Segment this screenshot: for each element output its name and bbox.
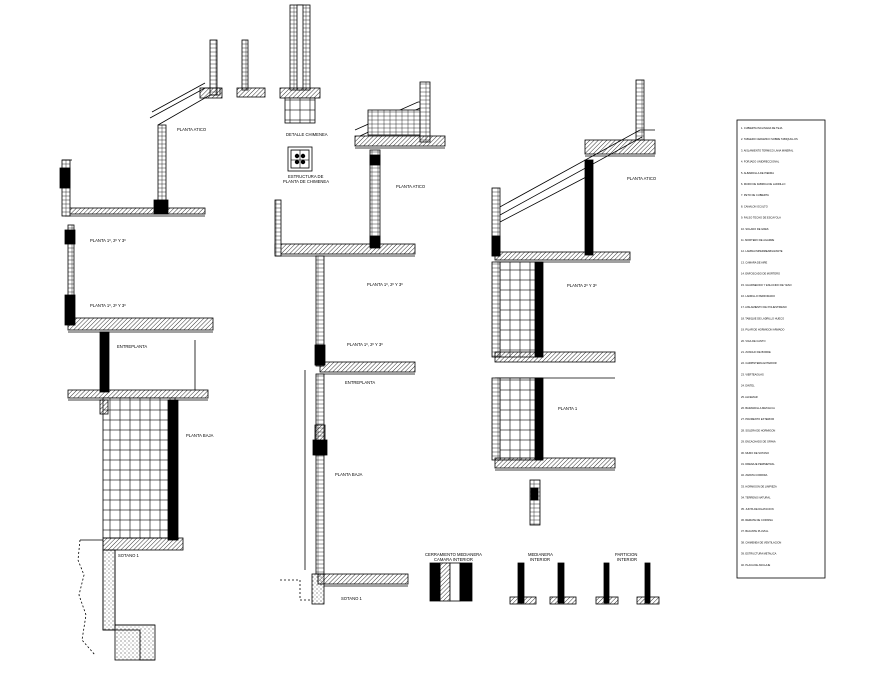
note-item: 9. FALSO TECHO DE ESCAYOLA xyxy=(741,216,781,220)
attic-wall-1 xyxy=(157,124,167,208)
label-particion-title: PARTICION xyxy=(615,552,637,557)
label-planta-baja-2: PLANTA BAJA xyxy=(335,472,363,477)
note-item: 34. TERRENO NATURAL xyxy=(741,496,771,500)
section-center xyxy=(274,81,446,605)
note-item: 8. CANALON OCULTO xyxy=(741,204,768,208)
note-item: 23. VIERTEAGUAS xyxy=(741,372,764,376)
note-item: 1. CUBIERTA INCLINADA DE TEJA xyxy=(741,126,783,130)
note-item: 39. ESTRUCTURA METALICA xyxy=(741,552,777,556)
label-cerramiento-title: CERRAMIENTO MEDIANERA xyxy=(425,552,482,557)
note-item: 35. JUNTA DE DILATACION xyxy=(741,507,774,511)
label-particion-sub: INTERIOR xyxy=(617,557,637,562)
note-item: 25. ALFEIZAR xyxy=(741,395,758,399)
note-item: 20. VIGA DE CANTO xyxy=(741,339,765,343)
note-item: 16. LADRILLO PERFORADO xyxy=(741,294,775,298)
note-item: 37. BAJANTE PLUVIAL xyxy=(741,529,769,533)
note-item: 32. ZAPATA CORRIDA xyxy=(741,473,768,477)
label-planta-1: PLANTA 1 xyxy=(558,406,578,411)
label-planta-123-a: PLANTA 1º, 2º Y 3º xyxy=(90,238,126,243)
label-cerramiento-sub: CAMARA INTERIOR xyxy=(434,557,473,562)
note-item: 36. REMATE DE CORNISA xyxy=(741,518,773,522)
label-planta-atico-3: PLANTA ATICO xyxy=(627,176,657,181)
label-planta-baja-1: PLANTA BAJA xyxy=(186,433,214,438)
labels: PLANTA ATICO PLANTA 1º, 2º Y 3º PLANTA 1… xyxy=(90,127,657,601)
note-item: 14. ENFOSCADO DE MORTERO xyxy=(741,272,780,276)
note-item: 2. TABLERO CERAMICO SOBRE TABIQUILLOS xyxy=(741,137,798,141)
planta-baja-glazing-1 xyxy=(102,397,176,539)
note-item: 21. ZUNCHO DE BORDE xyxy=(741,350,771,354)
label-medianera-title: MEDIANERA xyxy=(528,552,553,557)
note-item: 26. BARANDILLA METALICA xyxy=(741,406,775,410)
note-item: 4. FORJADO UNIDIRECCIONAL xyxy=(741,160,780,164)
note-item: 29. ENCACHADO DE GRAVA xyxy=(741,440,776,444)
note-item: 12. LAMINA IMPERMEABILIZANTE xyxy=(741,249,783,253)
label-planta-atico-2: PLANTA ATICO xyxy=(396,184,426,189)
label-planta-123-b: PLANTA 1º, 2º Y 3º xyxy=(90,303,126,308)
label-estructura-chimenea-1: ESTRUCTURA DE xyxy=(288,174,324,179)
label-entreplanta-2: ENTREPLANTA xyxy=(345,380,375,385)
label-planta-123-c: PLANTA 1º, 2º Y 3º xyxy=(367,282,403,287)
note-item: 18. TABIQUE DE LADRILLO HUECO xyxy=(741,316,784,320)
note-item: 3. AISLAMIENTO TERMICO LANA MINERAL xyxy=(741,148,794,152)
chimney-wall-2 xyxy=(241,39,249,91)
note-item: 10. SOLADO DE GRES xyxy=(741,227,769,231)
label-sotano-1a: SOTANO 1 xyxy=(118,553,140,558)
planta-1-glazing xyxy=(496,377,543,461)
note-item: 22. CARPINTERIA EXTERIOR xyxy=(741,361,777,365)
note-item: 40. PLACA DE ANCLAJE xyxy=(741,563,771,567)
label-medianera-sub: INTERIOR xyxy=(530,557,550,562)
note-item: 19. PILAR DE HORMIGON ARMADO xyxy=(741,328,784,332)
note-item: 15. GUARNECIDO Y ENLUCIDO DE YESO xyxy=(741,283,792,287)
note-item: 6. MURO DE FABRICA DE LADRILLO xyxy=(741,182,785,186)
chimney-detail xyxy=(279,4,321,172)
note-item: 31. DRENAJE PERIMETRAL xyxy=(741,462,775,466)
label-planta-atico-1: PLANTA ATICO xyxy=(177,127,207,132)
label-planta-2-3: PLANTA 2º Y 3º xyxy=(567,283,597,288)
wall-details xyxy=(429,562,660,605)
label-planta-123-d: PLANTA 1º, 2º Y 3º xyxy=(347,342,383,347)
chimney-base-2 xyxy=(236,87,266,98)
slab-attic-1 xyxy=(64,207,206,215)
note-item: 11. MORTERO DE AGARRE xyxy=(741,238,774,242)
note-item: 27. PAVIMENTO EXTERIOR xyxy=(741,417,774,421)
label-sotano-1b: SOTANO 1 xyxy=(341,596,363,601)
label-detalle-chimenea: DETALLE CHIMENEA xyxy=(286,132,328,137)
section-left xyxy=(59,39,266,661)
note-item: 17. AISLAMIENTO DE POLIESTIRENO xyxy=(741,305,787,309)
note-item: 38. CHIMENEA DE VENTILACION xyxy=(741,540,781,544)
note-item: 28. SOLERA DE HORMIGON xyxy=(741,428,775,432)
note-item: 24. DINTEL xyxy=(741,384,755,388)
label-estructura-chimenea-2: PLANTA DE CHIMENEA xyxy=(283,179,329,184)
section-right xyxy=(491,79,656,526)
label-entreplanta-1: ENTREPLANTA xyxy=(117,344,147,349)
note-item: 30. MURO DE SOTANO xyxy=(741,451,769,455)
chimney-wall-1 xyxy=(209,39,218,96)
notes-box xyxy=(736,119,826,579)
notes-list: 1. CUBIERTA INCLINADA DE TEJA 2. TABLERO … xyxy=(741,126,798,567)
note-item: 5. ALBARDILLA DE PIEDRA xyxy=(741,171,774,175)
note-item: 7. PETO DE CUBIERTA xyxy=(741,193,769,197)
note-item: 13. CAMARA DE AIRE xyxy=(741,260,768,264)
note-item: 33. HORMIGON DE LIMPIEZA xyxy=(741,484,777,488)
